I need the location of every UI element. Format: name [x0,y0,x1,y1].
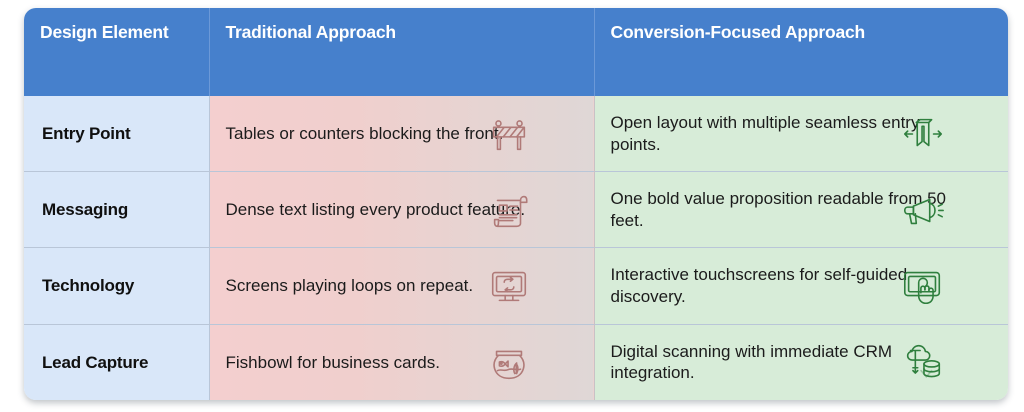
cell-traditional: Dense text listing every product feature… [209,171,595,248]
cell-text: Tables or counters blocking the front. [225,123,504,143]
header-row: Design Element Traditional Approach Conv… [24,8,1008,96]
cell-content: One bold value proposition readable from… [611,188,955,232]
cell-design-element: Entry Point [24,96,210,172]
table-row: Entry Point Tables or counters blocking … [24,96,1008,172]
comparison-table-container: Design Element Traditional Approach Conv… [24,8,1008,400]
cell-text: Fishbowl for business cards. [225,352,440,372]
column-header-conversion-focused-approach: Conversion-Focused Approach [594,8,1008,96]
cell-conversion: One bold value proposition readable from… [594,171,1008,248]
cell-content: Digital scanning with immediate CRM inte… [611,341,955,385]
column-header-traditional-approach: Traditional Approach [209,8,595,96]
cell-text: Open layout with multiple seamless entry… [610,112,920,154]
cell-content: Dense text listing every product feature… [226,199,538,221]
cell-content: Fishbowl for business cards. [226,352,538,374]
cell-text: Dense text listing every product feature… [225,199,526,219]
cell-design-element: Technology [24,247,210,325]
table-body: Entry Point Tables or counters blocking … [24,96,1008,400]
cell-design-element: Messaging [24,171,210,248]
cell-content: Tables or counters blocking the front. [226,123,538,145]
table-header: Design Element Traditional Approach Conv… [24,8,1008,96]
cell-text: One bold value proposition readable from… [610,189,947,230]
column-header-design-element: Design Element [24,8,210,96]
cell-conversion: Interactive touchscreens for self-guided… [594,247,1008,325]
cell-text: Digital scanning with immediate CRM inte… [610,341,893,383]
table-row: Messaging Dense text listing every produ… [24,171,1008,248]
comparison-table: Design Element Traditional Approach Conv… [24,8,1008,400]
cell-traditional: Tables or counters blocking the front. [209,96,595,172]
table-row: Lead Capture Fishbowl for business cards… [24,323,1008,400]
cell-traditional: Fishbowl for business cards. [209,323,595,400]
cell-traditional: Screens playing loops on repeat. [209,247,595,325]
table-row: Technology Screens playing loops on repe… [24,247,1008,325]
cell-conversion: Digital scanning with immediate CRM inte… [594,323,1008,400]
cell-content: Interactive touchscreens for self-guided… [611,264,955,308]
cell-content: Open layout with multiple seamless entry… [611,112,955,156]
cell-design-element: Lead Capture [24,323,210,400]
cell-text: Interactive touchscreens for self-guided… [610,265,908,307]
cell-conversion: Open layout with multiple seamless entry… [594,96,1008,172]
cell-text: Screens playing loops on repeat. [225,276,474,296]
cell-content: Screens playing loops on repeat. [226,275,538,297]
